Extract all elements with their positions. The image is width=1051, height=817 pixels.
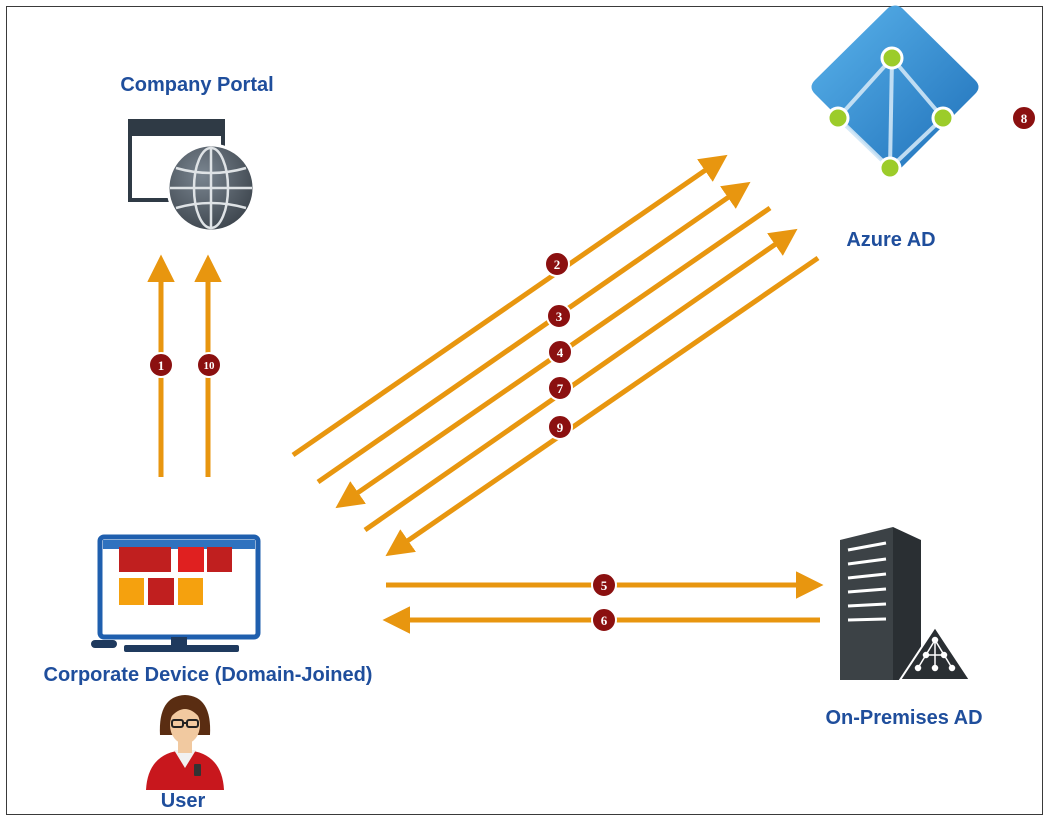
- step-number-4: 4: [557, 345, 564, 360]
- step-badge-3: 3: [546, 303, 572, 329]
- step-number-1: 1: [158, 358, 165, 373]
- step-badge-9: 9: [547, 414, 573, 440]
- step-badge-8: 8: [1011, 105, 1037, 131]
- step-number-6: 6: [601, 613, 608, 628]
- step-badges: 1 10 2 3 4 7 9: [148, 105, 1037, 633]
- arrow-step-2: [291, 154, 728, 458]
- step-number-8: 8: [1021, 111, 1028, 126]
- step-number-5: 5: [601, 578, 608, 593]
- step-badge-2: 2: [544, 251, 570, 277]
- step-number-7: 7: [557, 381, 564, 396]
- company-portal-icon: [128, 119, 256, 233]
- step-number-3: 3: [556, 309, 563, 324]
- user-icon: [146, 695, 224, 790]
- on-premises-ad-label: On-Premises AD: [825, 707, 983, 729]
- arrow-step-9: [385, 255, 820, 557]
- step-number-2: 2: [554, 257, 561, 272]
- step-number-10: 10: [204, 360, 216, 372]
- step-badge-1: 1: [148, 352, 174, 378]
- corporate-device-label: Corporate Device (Domain-Joined): [43, 664, 373, 686]
- step-badge-7: 7: [547, 375, 573, 401]
- step-badge-6: 6: [591, 607, 617, 633]
- on-premises-server-icon: [840, 527, 972, 681]
- arrow-step-3: [316, 181, 751, 485]
- diagram-frame: [6, 6, 1043, 815]
- azure-ad-icon: [811, 5, 979, 180]
- user-label: User: [160, 790, 206, 812]
- step-number-9: 9: [557, 420, 564, 435]
- step-badge-4: 4: [547, 339, 573, 365]
- corporate-device-icon: [91, 534, 261, 652]
- company-portal-label: Company Portal: [120, 74, 274, 96]
- step-badge-5: 5: [591, 572, 617, 598]
- step-badge-10: 10: [196, 352, 222, 378]
- azure-ad-label: Azure AD: [846, 229, 936, 251]
- arrow-step-7: [363, 228, 798, 533]
